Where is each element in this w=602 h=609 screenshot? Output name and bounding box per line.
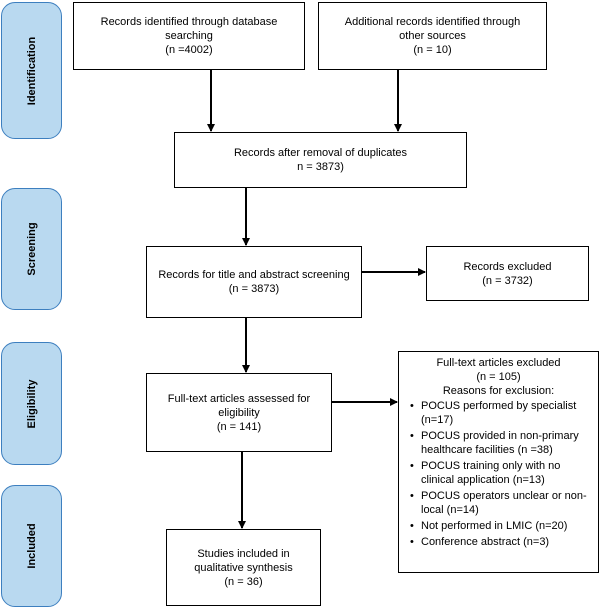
after-duplicates-box: Records after removal of duplicates n = …	[174, 132, 467, 188]
phase-included: Included	[1, 485, 62, 607]
phase-screening: Screening	[1, 188, 62, 310]
fulltext-excluded-count: (n = 105)	[476, 371, 521, 383]
phase-eligibility: Eligibility	[1, 342, 62, 465]
exclusion-reasons-heading: Reasons for exclusion:	[442, 385, 555, 397]
exclusion-reason: Conference abstract (n=3)	[410, 535, 590, 549]
other-sources-box: Additional records identified through ot…	[318, 2, 547, 70]
exclusion-reason: Not performed in LMIC (n=20)	[410, 519, 590, 533]
fulltext-excluded-box: Full-text articles excluded (n = 105) Re…	[398, 351, 599, 573]
fulltext-assessed-box: Full-text articles assessed for eligibil…	[146, 373, 332, 452]
exclusion-reason: POCUS provided in non-primary healthcare…	[410, 429, 590, 457]
exclusion-reason: POCUS operators unclear or non-local (n=…	[410, 489, 590, 517]
phase-identification: Identification	[1, 2, 62, 139]
fulltext-excluded-title: Full-text articles excluded	[436, 357, 561, 369]
records-excluded-box: Records excluded (n = 3732)	[426, 246, 589, 301]
exclusion-reasons-list: POCUS performed by specialist (n=17) POC…	[407, 399, 590, 549]
exclusion-reason: POCUS training only with no clinical app…	[410, 459, 590, 487]
database-records-box: Records identified through database sear…	[73, 2, 305, 70]
exclusion-reason: POCUS performed by specialist (n=17)	[410, 399, 590, 427]
included-studies-box: Studies included in qualitative synthesi…	[166, 529, 321, 606]
screening-box: Records for title and abstract screening…	[146, 246, 362, 318]
